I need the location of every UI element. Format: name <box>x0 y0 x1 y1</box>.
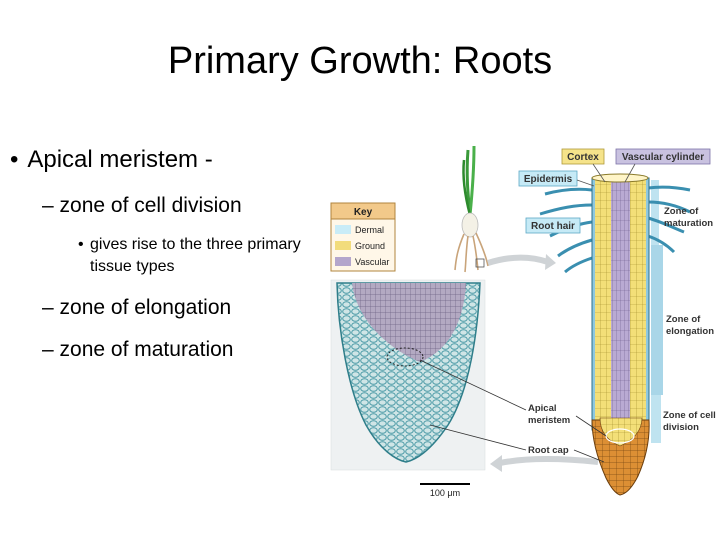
key-swatch-ground <box>335 241 351 250</box>
label-zone-elongation-line1: Zone of <box>666 314 701 325</box>
bullet-zone-cell-division: – zone of cell division <box>42 194 242 217</box>
label-zone-elongation-line2: elongation <box>666 326 714 337</box>
label-epidermis-box <box>518 170 578 187</box>
leader-apical-meristem-diagram <box>575 415 607 437</box>
zone-band-elongation <box>651 245 663 395</box>
label-zone-maturation-line1: Zone of <box>664 206 699 217</box>
key-swatch-dermal <box>335 225 351 234</box>
label-root-hair-box <box>525 217 581 234</box>
leader-root-cap-micrograph <box>429 424 527 451</box>
label-apical-meristem-line2: meristem <box>528 415 570 426</box>
magnify-arrow-top <box>487 254 549 266</box>
bullet-zone-maturation: – zone of maturation <box>42 338 234 361</box>
label-zone-maturation-line2: maturation <box>664 218 713 229</box>
magnify-arrow-bottom <box>499 456 599 466</box>
label-apical-meristem-line1: Apical <box>528 403 557 414</box>
label-zone-division-line1: Zone of cell <box>663 410 716 421</box>
bullet-zone-elongation: – zone of elongation <box>42 296 232 319</box>
key-label-vascular: Vascular <box>355 257 389 267</box>
key-title: Key <box>354 207 373 218</box>
legend-key: Key Dermal Ground Vascular <box>330 202 396 272</box>
key-label-ground: Ground <box>355 241 385 251</box>
label-vascular-cylinder: Vascular cylinder <box>622 152 704 163</box>
root-tip-micrograph <box>330 279 486 471</box>
zone-band-maturation <box>651 180 659 292</box>
label-zone-division-line2: division <box>663 422 699 433</box>
bullet-apical-meristem: • Apical meristem - <box>10 146 213 173</box>
label-root-hair: Root hair <box>531 221 575 232</box>
label-root-cap: Root cap <box>528 445 569 456</box>
bullet-tissue-types: • gives rise to the three primary tissue… <box>78 236 301 275</box>
label-epidermis: Epidermis <box>524 174 573 185</box>
scale-bar-label: 100 μm <box>430 488 460 498</box>
magnify-arrow-bottom-head <box>490 455 502 472</box>
magnify-arrow-top-head <box>545 254 556 270</box>
key-swatch-vascular <box>335 257 351 266</box>
zone-band-division <box>651 395 661 443</box>
leader-root-cap-diagram <box>573 449 605 463</box>
key-label-dermal: Dermal <box>355 225 384 235</box>
label-cortex-box <box>561 148 605 165</box>
label-vascular-cylinder-box <box>615 148 711 165</box>
slide-title: Primary Growth: Roots <box>167 40 553 82</box>
label-cortex: Cortex <box>567 152 599 163</box>
leader-apical-meristem-micrograph <box>419 359 527 411</box>
root-longitudinal-diagram <box>539 173 691 496</box>
seedling-illustration <box>454 145 489 273</box>
